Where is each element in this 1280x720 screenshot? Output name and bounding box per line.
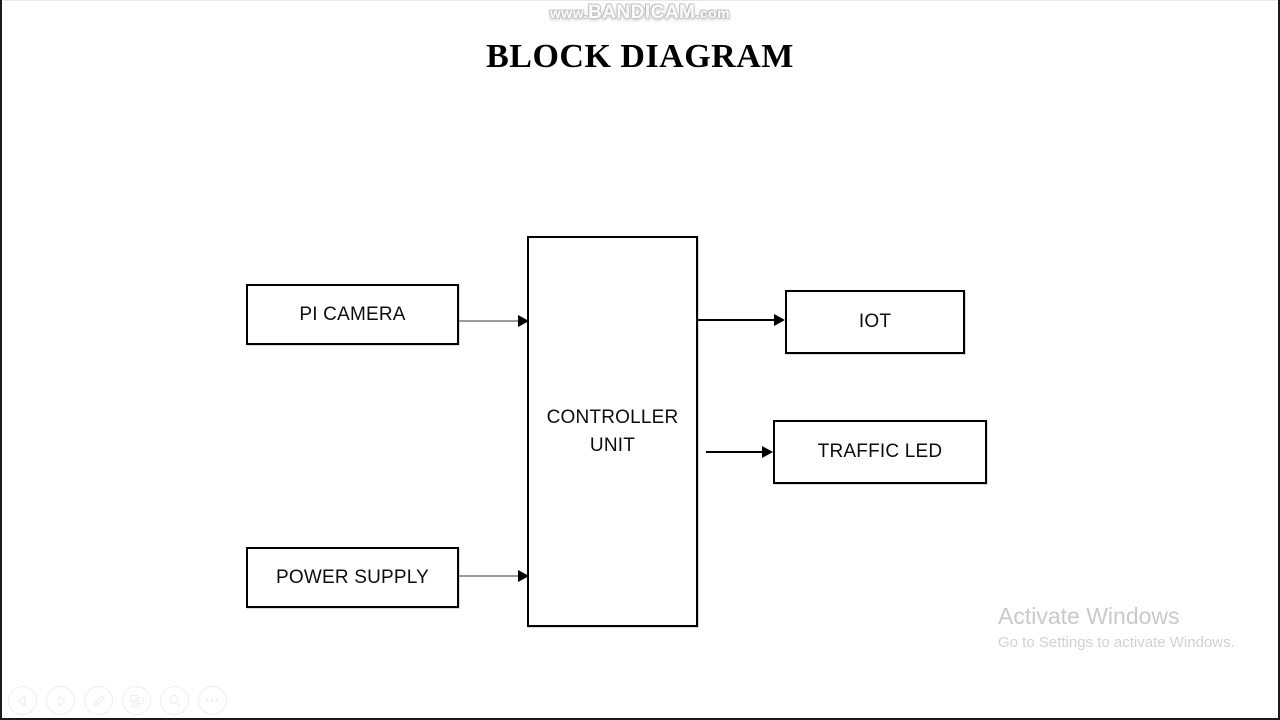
block-power-supply-label: POWER SUPPLY (275, 566, 430, 588)
connector-line (459, 320, 521, 322)
pen-tools-button[interactable] (84, 686, 113, 715)
previous-slide-icon (17, 694, 26, 707)
more-options-icon: ••• (205, 694, 220, 707)
slide-frame-left-edge (0, 0, 2, 720)
bandicam-watermark-brand: BANDICAM (587, 2, 696, 23)
block-iot: IOT (785, 290, 965, 354)
block-controller-unit-label: CONTROLLER UNIT (547, 404, 679, 459)
slide-frame-bottom-edge (0, 718, 1280, 720)
all-slides-button[interactable] (122, 686, 151, 715)
arrowhead-icon (518, 570, 529, 582)
presentation-toolbar: ••• (8, 686, 227, 715)
pen-icon (92, 694, 105, 707)
connector-line (706, 451, 766, 453)
activate-windows-title: Activate Windows (998, 603, 1180, 629)
zoom-slide-button[interactable] (160, 686, 189, 715)
next-slide-button[interactable] (46, 686, 75, 715)
arrowhead-icon (518, 315, 529, 327)
bandicam-watermark-suffix: .com (695, 5, 731, 21)
connector-line (459, 575, 521, 577)
block-traffic-led-label: TRAFFIC LED (817, 441, 943, 463)
page-title: BLOCK DIAGRAM (486, 38, 794, 75)
connector-line (698, 319, 778, 321)
block-controller-unit-label-line2: UNIT (589, 434, 636, 456)
more-options-button[interactable]: ••• (198, 686, 227, 715)
block-controller-unit-label-line1: CONTROLLER (546, 406, 679, 428)
block-power-supply: POWER SUPPLY (246, 547, 459, 608)
slide-frame-top-edge (0, 0, 1280, 1)
all-slides-icon (130, 694, 143, 707)
block-pi-camera: PI CAMERA (246, 284, 459, 345)
block-pi-camera-label: PI CAMERA (299, 303, 406, 325)
bandicam-watermark: www.BANDICAM.com (0, 2, 1280, 24)
bandicam-watermark-prefix: www. (549, 5, 588, 21)
magnifier-icon (168, 694, 181, 707)
arrowhead-icon (762, 446, 773, 458)
arrowhead-icon (774, 314, 785, 326)
previous-slide-button[interactable] (8, 686, 37, 715)
activate-windows-watermark: Activate Windows Go to Settings to activ… (998, 602, 1235, 653)
slide-frame-right-edge (1278, 0, 1280, 720)
block-traffic-led: TRAFFIC LED (773, 420, 987, 484)
block-iot-label: IOT (858, 311, 892, 333)
next-slide-icon (57, 694, 66, 707)
block-controller-unit: CONTROLLER UNIT (527, 236, 698, 627)
activate-windows-subtitle: Go to Settings to activate Windows. (998, 634, 1235, 651)
